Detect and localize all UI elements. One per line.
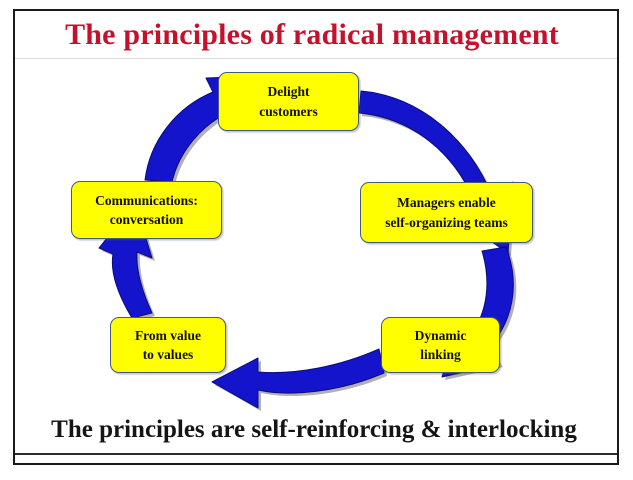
node-dynamic-line2: linking xyxy=(420,347,461,362)
title-divider xyxy=(15,58,617,59)
node-comms-line2: conversation xyxy=(109,212,184,227)
node-dynamic-linking[interactable]: Dynamic linking xyxy=(381,317,500,373)
node-delight-customers[interactable]: Delight customers xyxy=(218,72,359,131)
node-managers-text: Managers enable self-organizing teams xyxy=(373,193,520,231)
node-dynamic-text: Dynamic linking xyxy=(403,326,479,364)
node-dynamic-line1: Dynamic xyxy=(414,327,467,343)
node-delight-line2: customers xyxy=(259,103,318,119)
node-values-line1: From value xyxy=(134,327,202,343)
node-communications-conversation[interactable]: Communications: conversation xyxy=(71,181,222,239)
node-values-line2: to values xyxy=(142,347,194,362)
node-comms-line1: Communications: xyxy=(95,192,198,208)
node-values-text: From value to values xyxy=(123,326,213,364)
node-delight-text: Delight customers xyxy=(247,82,329,120)
node-managers-enable-self-organizing-teams[interactable]: Managers enable self-organizing teams xyxy=(360,182,533,243)
footer-caption: The principles are self-reinforcing & in… xyxy=(51,416,577,443)
node-comms-text: Communications: conversation xyxy=(83,191,210,229)
page-title: The principles of radical management xyxy=(65,18,559,51)
node-managers-line1: Managers enable xyxy=(397,195,496,211)
node-managers-line2: self-organizing teams xyxy=(385,214,508,230)
node-delight-line1: Delight xyxy=(267,84,310,100)
node-from-value-to-values[interactable]: From value to values xyxy=(110,317,226,373)
footer-divider xyxy=(15,453,617,455)
